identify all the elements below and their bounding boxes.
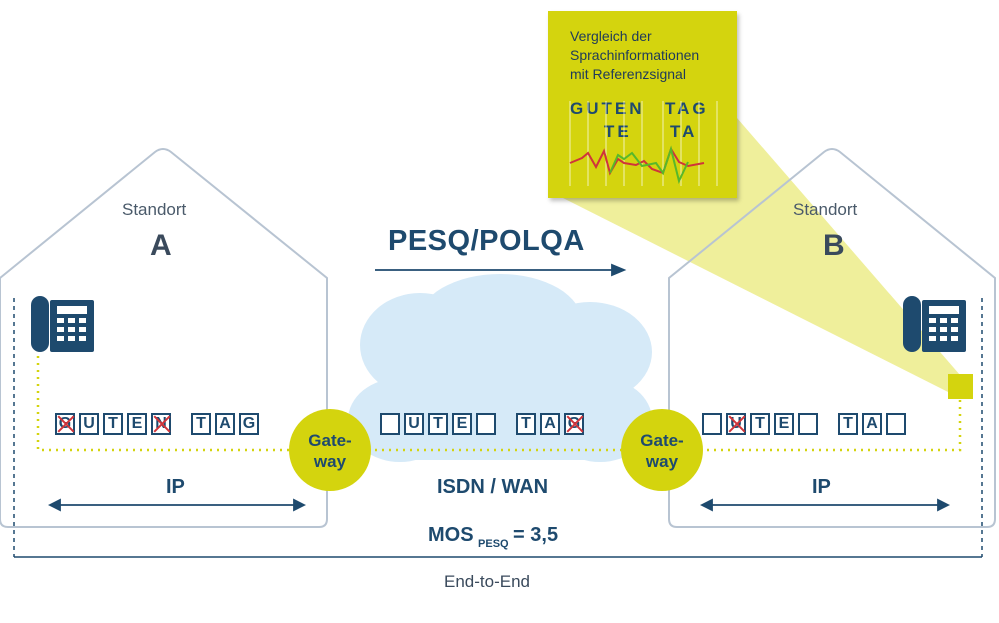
letter-box: T: [838, 413, 858, 435]
letter-corrupted: G: [564, 413, 584, 435]
gateway-left-label: Gate- way: [300, 430, 360, 472]
signal-path-b: [700, 398, 962, 452]
mos-prefix: MOS: [428, 524, 474, 546]
mos-subscript: PESQ: [478, 538, 509, 550]
ref-word-te: TE: [604, 122, 632, 141]
letter-gap: [175, 413, 187, 435]
ip-arrow-a: [47, 498, 307, 512]
letter-box: T: [191, 413, 211, 435]
signal-ok-line: [609, 145, 689, 184]
letter-box: A: [215, 413, 235, 435]
letter-box: T: [103, 413, 123, 435]
ref-word-tag: TAG: [665, 99, 709, 118]
letter-dropped: [702, 413, 722, 435]
site-a-id: A: [150, 229, 172, 262]
house-b-outline: [668, 148, 996, 528]
phone-icon-b: [903, 296, 966, 352]
signal-error-line: [569, 146, 705, 176]
callout-line-1: Vergleich der: [570, 28, 652, 44]
probe-square: [948, 374, 973, 399]
protocol-arrow: [375, 263, 627, 277]
letter-gap: [500, 413, 512, 435]
gateway-circle-right: [621, 409, 703, 491]
letter-dropped: [476, 413, 496, 435]
letter-box: T: [750, 413, 770, 435]
gateway-circle-left: [289, 409, 371, 491]
end-to-end-label: End-to-End: [444, 572, 530, 591]
letter-box: E: [452, 413, 472, 435]
network-label-a: IP: [166, 476, 185, 498]
site-b-label: Standort: [793, 200, 858, 219]
letter-box: A: [540, 413, 560, 435]
ip-arrow-b: [699, 498, 951, 512]
signal-path-a: [36, 356, 300, 452]
letter-box: A: [862, 413, 882, 435]
callout-line-3: mit Referenzsignal: [570, 66, 686, 82]
letter-dropped: [380, 413, 400, 435]
letter-box: E: [127, 413, 147, 435]
phone-icon-a: [31, 296, 94, 352]
letter-box: G: [239, 413, 259, 435]
network-label-wan: ISDN / WAN: [437, 476, 549, 498]
letter-box: U: [79, 413, 99, 435]
callout-line-2: Sprachinformationen: [570, 47, 700, 63]
letter-corrupted: N: [151, 413, 171, 435]
house-a-outline: [0, 148, 328, 528]
letter-box: T: [516, 413, 536, 435]
protocol-title: PESQ/POLQA: [388, 225, 585, 257]
gateway-left-line2: way: [313, 452, 347, 471]
letter-box: T: [428, 413, 448, 435]
letter-box: U: [404, 413, 424, 435]
mos-value: = 3,5: [513, 524, 559, 546]
gateway-right-line1: Gate-: [640, 431, 684, 450]
network-label-b: IP: [812, 476, 831, 498]
letter-corrupted: G: [55, 413, 75, 435]
gateway-left-line1: Gate-: [308, 431, 352, 450]
letter-dropped: [886, 413, 906, 435]
site-a-label: Standort: [122, 200, 187, 219]
letter-box: E: [774, 413, 794, 435]
letter-dropped: [798, 413, 818, 435]
letter-gap: [822, 413, 834, 435]
gateway-right-line2: way: [645, 452, 679, 471]
reference-callout: Vergleich der Sprachinformationen mit Re…: [548, 11, 737, 198]
mos-score: MOS PESQ = 3,5: [428, 524, 559, 550]
gateway-right-label: Gate- way: [632, 430, 692, 472]
signal-comparison-graph: [569, 101, 718, 186]
ref-word-ta: TA: [670, 122, 698, 141]
letter-corrupted: U: [726, 413, 746, 435]
site-b-id: B: [823, 229, 845, 262]
